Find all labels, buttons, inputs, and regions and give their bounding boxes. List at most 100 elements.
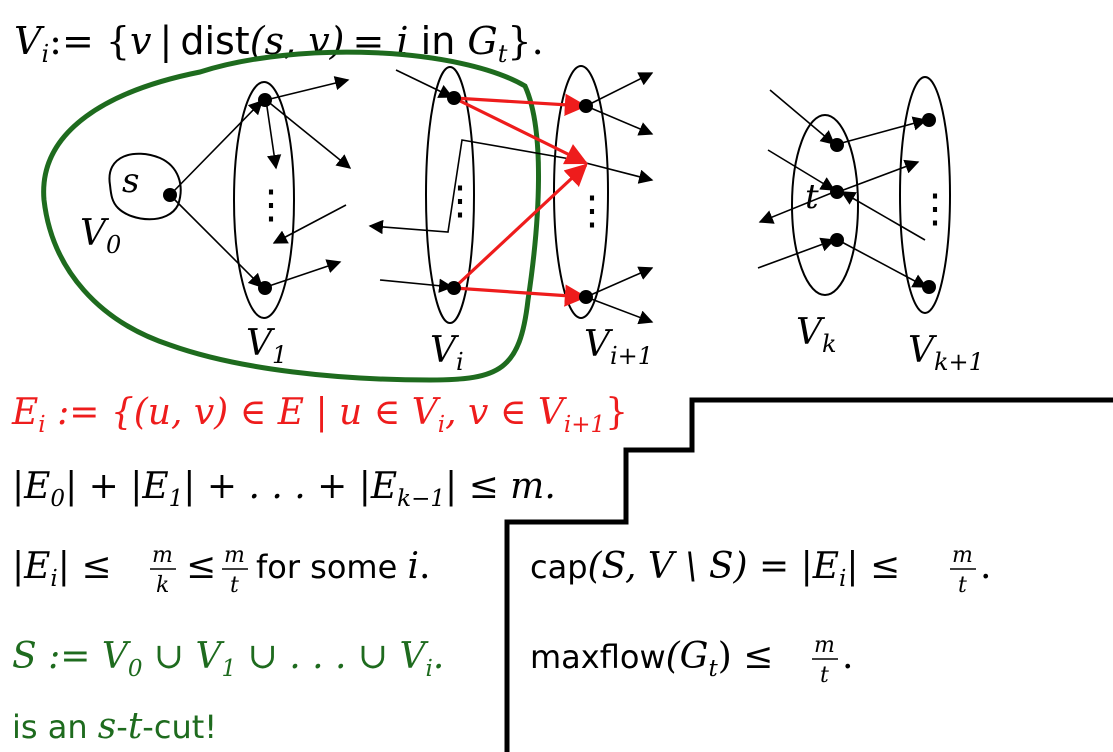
vertex-vk1-top [922, 113, 936, 127]
sink-label: t [805, 177, 819, 217]
def-graph: G [467, 19, 497, 63]
bound-frac1-num: m [152, 543, 173, 568]
edge-set-comma: , v ∈ [445, 392, 538, 433]
edge-s-v1bot [169, 194, 264, 289]
vertex-vk1-bot [922, 280, 936, 294]
vertex-vi1-bot [579, 290, 593, 304]
staircase-box [504, 397, 1113, 752]
def-assign: := { [49, 19, 130, 63]
def-var: v [130, 19, 152, 63]
edge-in-vktop [769, 89, 836, 145]
edge-set-v1-sub: i [438, 412, 445, 438]
edge-in-vitop [395, 69, 454, 98]
layer-oval-vi1 [553, 65, 609, 319]
layer-oval-v1 [233, 81, 295, 319]
bound-frac2-num: m [224, 543, 245, 568]
vdots-vi: ⋮ [440, 178, 480, 224]
vertex-vk-bot [830, 233, 844, 247]
sum-line: |E0| + |E1| + . . . + |Ek−1| ≤ m. [12, 466, 556, 512]
cap-line: cap(S, V \ S) = |Ei| ≤ [530, 546, 900, 592]
flow-frac-den: t [820, 663, 829, 688]
label-vk1: Vk+1 [908, 330, 984, 376]
edge-vi1top-out1 [585, 72, 654, 107]
red-edge-3 [452, 163, 588, 290]
vdots-vk1: ⋮ [915, 186, 955, 232]
red-edge-1 [453, 93, 588, 116]
edge-t-vk1mid [837, 159, 920, 193]
def-bar: | [160, 19, 173, 63]
vertices [163, 91, 936, 304]
def-dist-fn: dist [180, 19, 249, 63]
edge-set-close: } [605, 392, 628, 433]
edge-set-definition: Ei := {(u, v) ∈ E | u ∈ Vi, v ∈ Vi+1} [11, 392, 628, 438]
def-eq: = [353, 19, 397, 63]
edge-in-t [767, 149, 836, 191]
layer-oval-vk1 [899, 76, 951, 314]
edge-vi1bot-out2 [585, 296, 654, 325]
cap-frac-num: m [952, 543, 973, 568]
vertex-s [163, 188, 177, 202]
bound-line-left: |Ei| ≤ [12, 546, 112, 592]
edge-set-lhs: E [11, 392, 38, 433]
edge-vi1mid-out [585, 162, 654, 184]
definition-line: Vi:= {v|dist(s, v)= i in Gt}. [14, 19, 544, 68]
vertex-vi1-top [579, 99, 593, 113]
vertex-t [830, 185, 844, 199]
bound-frac2-den: t [230, 573, 239, 598]
label-v1: V1 [246, 323, 287, 369]
edge-right-v1mid [272, 204, 347, 244]
edge-v1top-right1 [265, 76, 350, 101]
def-lhs-sub: i [41, 40, 49, 68]
def-close: }. [507, 19, 543, 63]
flow-frac-num: m [814, 633, 835, 658]
def-lhs: V [14, 19, 45, 63]
bound-tail: for some i. [256, 546, 430, 587]
source-label: s [122, 161, 139, 201]
edge-v1top-down [265, 99, 282, 170]
bound-le2: ≤ [186, 546, 216, 587]
vertex-vi-bot [447, 281, 461, 295]
cap-period: . [980, 546, 991, 587]
edge-in-vibot [379, 278, 454, 293]
edge-vk1-t [840, 191, 926, 241]
black-edges [169, 69, 928, 325]
edge-set-v2: V [538, 392, 568, 433]
vdots-v1: ⋮ [251, 182, 291, 228]
red-edge-2 [453, 96, 589, 165]
layer-oval-vk [791, 114, 859, 296]
vertex-vi-top [447, 91, 461, 105]
vdots-vi1: ⋮ [572, 188, 612, 234]
red-edge-4 [453, 284, 588, 307]
edge-set-def: := {(u, v) ∈ E | u ∈ [46, 392, 412, 433]
vertex-vk-top [830, 138, 844, 152]
s-definition: S := V0 ∪ V1 ∪ . . . ∪ Vi. [12, 636, 444, 682]
edge-vi1mid-vi-left [368, 139, 577, 235]
edge-vi1bot-out1 [585, 266, 654, 298]
def-graph-sub: t [498, 40, 508, 68]
edge-s-v1top [169, 99, 264, 196]
label-vi1: Vi+1 [584, 324, 653, 370]
edge-set-v2-sub: i+1 [564, 412, 605, 438]
edge-vkbot-vk1bot [837, 239, 928, 288]
edge-vi1top-out2 [585, 105, 654, 136]
cut-claim: is an s-t-cut! [12, 706, 217, 747]
vertex-v1-bot [258, 281, 272, 295]
vertex-v1-top [258, 93, 272, 107]
label-vi: Vi [430, 330, 464, 376]
label-vk: Vk [796, 312, 837, 358]
edge-v1bot-right [265, 259, 342, 288]
edge-t-out-left [758, 191, 835, 224]
bound-frac1-den: k [156, 573, 169, 598]
flow-line: maxflow(Gt) ≤ [530, 636, 773, 682]
flow-period: . [842, 636, 853, 677]
cap-frac-den: t [958, 573, 967, 598]
edge-set-v1: V [412, 392, 442, 433]
edge-in-vkbot [757, 237, 836, 269]
edge-v1top-right2 [265, 99, 352, 169]
source-blob [108, 152, 182, 221]
red-edges [452, 93, 589, 307]
layer-oval-vi [425, 66, 475, 324]
edge-set-lhs-sub: i [38, 412, 45, 438]
cut-region-outline [41, 49, 541, 383]
